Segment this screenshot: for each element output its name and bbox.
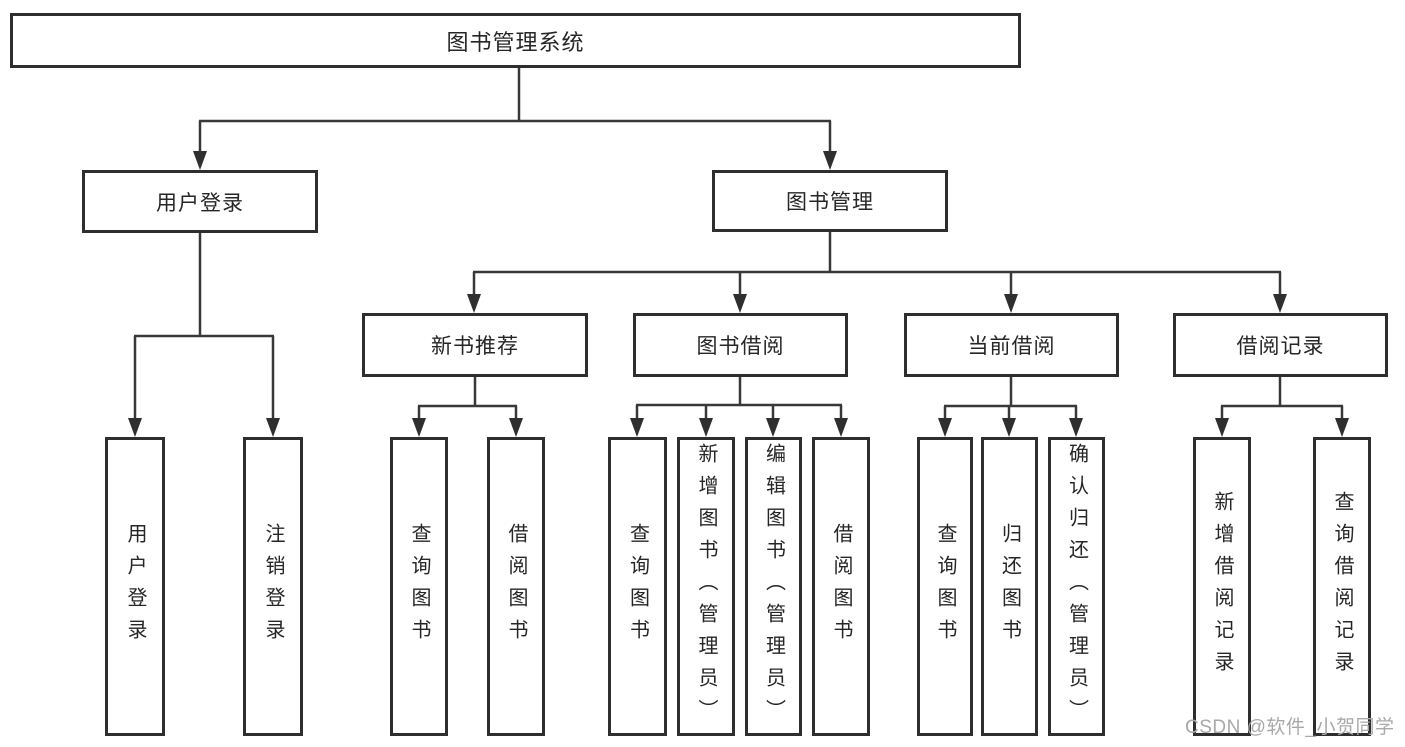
node-label: 借阅图书: [830, 522, 852, 651]
edges-root: [193, 68, 837, 170]
node-label: 图书借阅: [696, 335, 785, 358]
node-library-system: 图书管理系统: [10, 13, 1021, 68]
node-label: 查询图书: [934, 522, 956, 651]
node-label: 借阅图书: [505, 522, 527, 651]
node-label: 编辑图书（管理员）: [762, 442, 785, 731]
node-confirm-return-admin: 确认归还（管理员）: [1048, 437, 1105, 736]
node-label: 查询借阅记录: [1331, 490, 1353, 683]
node-user-login: 用户登录: [82, 170, 318, 233]
node-label: 新书推荐: [431, 335, 519, 358]
node-logout: 注销登录: [243, 437, 303, 736]
node-new-book-recommend: 新书推荐: [362, 313, 588, 377]
node-query-books-borrowing: 查询图书: [608, 437, 667, 736]
node-query-books-current: 查询图书: [917, 437, 973, 736]
node-label: 图书管理系统: [446, 29, 585, 55]
node-borrow-books-leaf: 借阅图书: [812, 437, 870, 736]
node-query-borrow-record: 查询借阅记录: [1313, 437, 1371, 736]
node-return-books: 归还图书: [981, 437, 1038, 736]
edges-current-borrowing: [938, 377, 1083, 437]
node-label: 借阅记录: [1236, 335, 1325, 358]
node-label: 用户登录: [156, 191, 244, 215]
node-label: 当前借阅: [967, 335, 1056, 358]
node-borrowing-records: 借阅记录: [1173, 313, 1388, 377]
node-label: 用户登录: [124, 522, 146, 651]
node-edit-book-admin: 编辑图书（管理员）: [745, 437, 802, 736]
node-user-login-leaf: 用户登录: [105, 437, 165, 736]
node-add-book-admin: 新增图书（管理员）: [677, 437, 735, 736]
node-current-borrowing: 当前借阅: [904, 313, 1119, 377]
node-query-books-recommend: 查询图书: [390, 437, 448, 736]
node-book-management: 图书管理: [712, 170, 948, 232]
edges-book-management: [467, 232, 1287, 313]
node-add-borrow-record: 新增借阅记录: [1193, 437, 1251, 736]
node-label: 归还图书: [998, 522, 1021, 651]
node-label: 新增借阅记录: [1211, 490, 1233, 683]
node-label: 新增图书（管理员）: [695, 442, 717, 731]
node-borrow-books-recommend: 借阅图书: [487, 437, 545, 736]
node-label: 确认归还（管理员）: [1065, 442, 1088, 731]
csdn-watermark: CSDN @软件_小贺同学: [1185, 717, 1395, 738]
node-label: 查询图书: [408, 522, 430, 651]
edges-new-book-recommend: [412, 377, 523, 437]
edges-user-login: [128, 233, 280, 437]
node-book-borrowing: 图书借阅: [633, 313, 848, 377]
edges-borrowing-records: [1215, 377, 1349, 437]
node-label: 图书管理: [786, 191, 874, 214]
node-label: 查询图书: [626, 522, 649, 651]
edges-book-borrowing: [630, 377, 848, 437]
node-label: 注销登录: [262, 522, 284, 651]
